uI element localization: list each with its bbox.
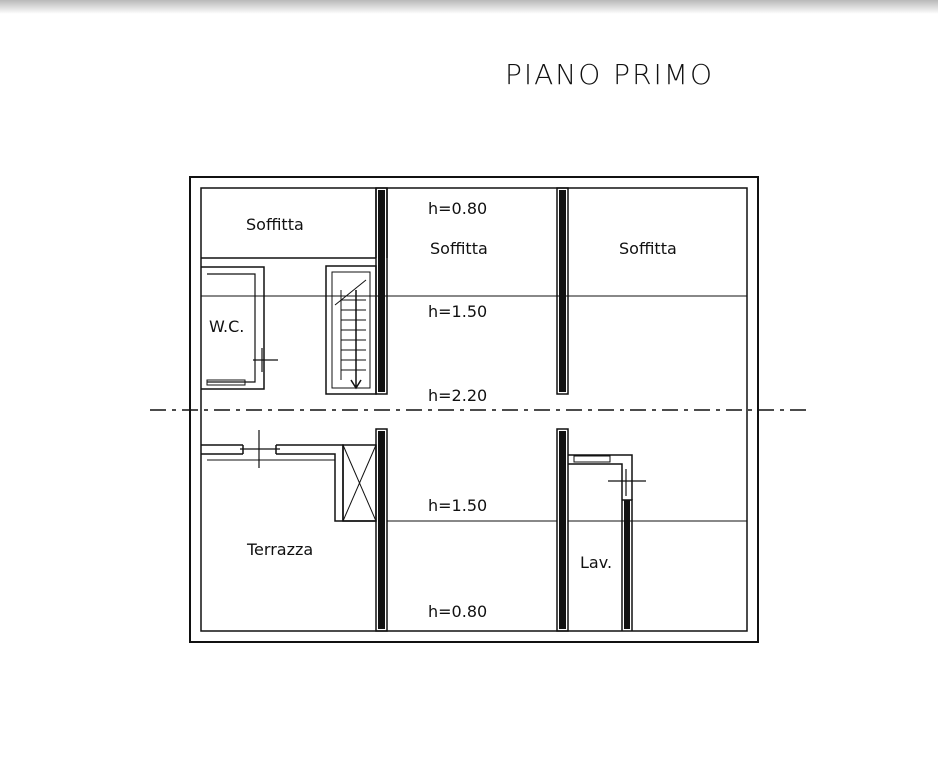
center-right-wall-upper xyxy=(556,187,569,395)
room-label-terrazza: Terrazza xyxy=(246,540,313,559)
room-label-lav: Lav. xyxy=(580,553,612,572)
stair-arrow xyxy=(350,290,362,390)
lav-window xyxy=(573,455,611,463)
center-right-wall-lower xyxy=(556,428,569,632)
wc-wall xyxy=(201,266,265,390)
lav-wall xyxy=(568,454,633,631)
wc-vent-mark xyxy=(253,348,278,372)
terrazza-door-mark xyxy=(240,430,280,468)
inner-outline xyxy=(200,187,748,632)
room-label-soffitta-left: Soffitta xyxy=(246,215,304,234)
room-label-wc: W.C. xyxy=(209,317,244,336)
height-label-ridge: h=2.20 xyxy=(428,386,487,405)
height-label-upper-mid: h=1.50 xyxy=(428,302,487,321)
height-label-top: h=0.80 xyxy=(428,199,487,218)
room-label-soffitta-right: Soffitta xyxy=(619,239,677,258)
window-top-shadow xyxy=(0,0,938,14)
room-label-soffitta-center: Soffitta xyxy=(430,239,488,258)
terrazza-wall xyxy=(201,453,376,522)
height-label-lower-mid: h=1.50 xyxy=(428,496,487,515)
lav-vent-mark xyxy=(608,469,646,496)
wc-window xyxy=(206,379,246,386)
stair-treads xyxy=(334,279,367,380)
shaft xyxy=(342,444,377,522)
center-left-wall-lower xyxy=(375,428,388,632)
floor-plan-title: PIANO PRIMO xyxy=(505,58,714,91)
center-left-wall-upper xyxy=(375,187,388,395)
height-label-bottom: h=0.80 xyxy=(428,602,487,621)
